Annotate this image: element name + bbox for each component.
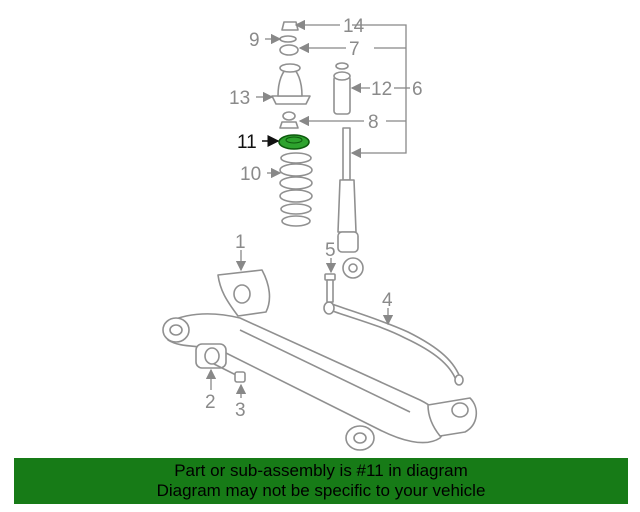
banner-line-1: Part or sub-assembly is #11 in diagram — [174, 461, 468, 480]
insulator-8[interactable] — [279, 111, 299, 129]
axle-beam[interactable] — [162, 269, 478, 451]
nut-14[interactable] — [281, 21, 299, 31]
coil-spring[interactable] — [279, 152, 313, 227]
callout-1[interactable]: 1 — [235, 232, 246, 253]
callout-12[interactable]: 12 — [371, 79, 392, 100]
callout-8[interactable]: 8 — [368, 112, 379, 133]
leader-lines — [205, 19, 410, 398]
shock-absorber[interactable] — [337, 127, 364, 279]
callout-13[interactable]: 13 — [229, 88, 250, 109]
callout-9[interactable]: 9 — [249, 30, 260, 51]
callout-6[interactable]: 6 — [412, 79, 423, 100]
callout-3[interactable]: 3 — [235, 400, 246, 421]
banner-line-2: Diagram may not be specific to your vehi… — [156, 481, 486, 500]
info-banner: Part or sub-assembly is #11 in diagram D… — [14, 458, 628, 504]
parts-diagram: 14 9 7 12 6 13 8 11 10 1 5 4 2 3 — [162, 16, 478, 451]
bump-stopper[interactable] — [333, 62, 351, 115]
bolt-3[interactable] — [213, 363, 246, 383]
cushion-7[interactable] — [279, 44, 299, 56]
callout-14[interactable]: 14 — [343, 16, 365, 37]
spring-insulator-highlight[interactable] — [278, 134, 310, 150]
callout-7[interactable]: 7 — [349, 39, 360, 60]
bolt-5[interactable] — [324, 273, 336, 303]
washer-9[interactable] — [279, 35, 297, 43]
upper-mount[interactable] — [271, 63, 311, 105]
stabilizer-bar[interactable] — [323, 301, 464, 386]
callout-labels: 14 9 7 12 6 13 8 11 10 1 5 4 2 3 — [205, 16, 423, 421]
callout-2[interactable]: 2 — [205, 392, 216, 413]
callout-10[interactable]: 10 — [240, 164, 261, 185]
callout-4[interactable]: 4 — [382, 290, 393, 311]
bushing[interactable] — [195, 343, 227, 369]
callout-11[interactable]: 11 — [237, 132, 257, 153]
callout-5[interactable]: 5 — [325, 240, 336, 261]
